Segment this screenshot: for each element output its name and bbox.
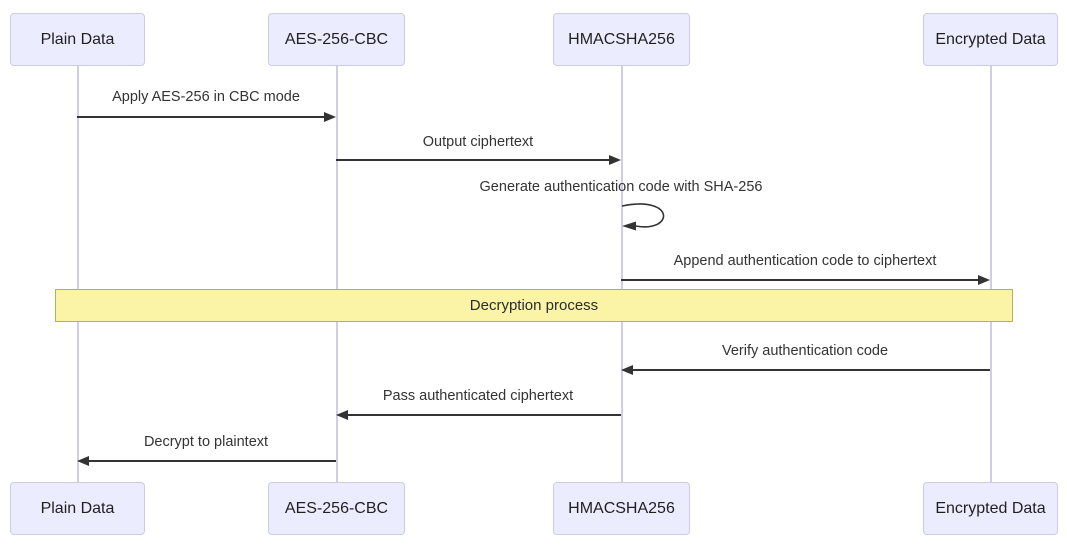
arrowhead-left-icon [621, 365, 633, 375]
actor-encrypted-data-bottom: Encrypted Data [923, 482, 1058, 535]
actor-encrypted-data-top: Encrypted Data [923, 13, 1058, 66]
message-arrow-output-ciphertext [336, 159, 610, 161]
message-label-decrypt-to-plaintext: Decrypt to plaintext [143, 434, 269, 450]
arrowhead-left-icon [77, 456, 89, 466]
section-band-decryption-process: Decryption process [55, 289, 1013, 322]
actor-plain-data-top: Plain Data [10, 13, 145, 66]
lifeline-encrypted-data [990, 66, 992, 482]
self-message-loop-icon [621, 203, 665, 231]
actor-aes-256-cbc-bottom: AES-256-CBC [268, 482, 405, 535]
arrowhead-left-icon [336, 410, 348, 420]
message-label-verify-auth-code: Verify authentication code [721, 343, 889, 359]
message-label-pass-authenticated-ciphertext: Pass authenticated ciphertext [382, 388, 574, 404]
actor-hmacsha256-top: HMACSHA256 [553, 13, 690, 66]
actor-hmacsha256-bottom: HMACSHA256 [553, 482, 690, 535]
arrowhead-right-icon [978, 275, 990, 285]
message-arrow-verify-auth-code [632, 369, 990, 371]
arrowhead-right-icon [324, 112, 336, 122]
message-arrow-pass-authenticated-ciphertext [347, 414, 621, 416]
message-label-output-ciphertext: Output ciphertext [422, 134, 534, 150]
arrowhead-right-icon [609, 155, 621, 165]
message-arrow-append-auth-code [621, 279, 979, 281]
message-label-append-auth-code: Append authentication code to ciphertext [673, 253, 937, 269]
message-label-generate-auth-code: Generate authentication code with SHA-25… [479, 179, 763, 195]
actor-aes-256-cbc-top: AES-256-CBC [268, 13, 405, 66]
lifeline-plain-data [77, 66, 79, 482]
message-arrow-decrypt-to-plaintext [88, 460, 336, 462]
lifeline-hmacsha256 [621, 66, 623, 482]
message-label-apply-aes: Apply AES-256 in CBC mode [112, 89, 300, 105]
lifeline-aes-256-cbc [336, 66, 338, 482]
message-arrow-apply-aes [77, 116, 325, 118]
actor-plain-data-bottom: Plain Data [10, 482, 145, 535]
